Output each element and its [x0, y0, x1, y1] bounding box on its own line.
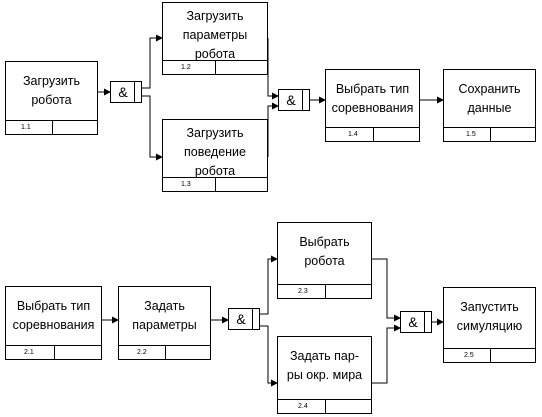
box-label: Задать пар- ры окр. мира	[286, 349, 363, 382]
process-box-load-params: Загрузить параметры робота 1.2	[162, 2, 268, 75]
box-number: 1.2	[181, 64, 191, 71]
arrow-1-3-to-merge	[267, 102, 279, 157]
box-number: 2.1	[24, 349, 34, 356]
box-footer: 2.1	[6, 345, 101, 359]
junction-symbol: &	[236, 311, 246, 327]
box-number: 1.3	[181, 181, 191, 188]
arrow-split-to-1-3	[142, 95, 163, 161]
box-footer: 1.5	[444, 127, 535, 141]
box-footer: 1.4	[326, 127, 419, 141]
process-box-choose-type: Выбрать тип соревнования 2.1	[5, 286, 102, 360]
box-label: Загрузить робота	[22, 74, 81, 107]
box-label: Выбрать робота	[299, 235, 350, 268]
footer-divider	[215, 178, 216, 191]
junction-bar	[134, 82, 135, 102]
box-label: Загрузить поведение робота	[184, 126, 246, 178]
footer-divider	[489, 128, 491, 141]
footer-divider	[215, 61, 216, 74]
process-box-start-simulation: Запустить симуляцию 2.5	[443, 287, 536, 363]
box-number: 1.4	[348, 131, 358, 138]
box-label: Выбрать тип соревнования	[12, 299, 95, 332]
arrow-split-to-2-3	[260, 255, 278, 315]
arrow-1-2-to-merge	[267, 38, 279, 100]
junction-bar	[424, 312, 425, 332]
junction-and-merge-upper: &	[278, 89, 310, 111]
box-number: 2.3	[298, 288, 308, 295]
junction-and-merge-lower: &	[400, 311, 432, 333]
footer-divider	[372, 128, 374, 141]
process-box-load-robot: Загрузить робота 1.1	[5, 61, 98, 135]
footer-divider	[53, 346, 55, 359]
process-box-choose-type: Выбрать тип соревнования 1.4	[325, 69, 420, 142]
box-label: Выбрать тип соревнования	[331, 82, 414, 115]
junction-and-split-upper: &	[110, 81, 142, 103]
junction-symbol: &	[118, 84, 128, 100]
junction-symbol: &	[408, 314, 418, 330]
footer-divider	[51, 121, 53, 134]
box-number: 1.1	[21, 124, 31, 131]
box-footer: 2.5	[444, 348, 535, 362]
junction-and-split-lower: &	[228, 308, 260, 330]
box-footer: 1.3	[163, 177, 267, 191]
box-number: 2.2	[137, 349, 147, 356]
box-footer: 2.2	[119, 345, 210, 359]
box-footer: 1.2	[163, 60, 267, 74]
arrow-split-to-1-2	[142, 34, 163, 89]
process-box-set-pairs: Задать пар- ры окр. мира 2.4	[277, 336, 372, 414]
box-footer: 2.3	[278, 284, 371, 298]
box-label: Загрузить параметры робота	[182, 9, 248, 61]
process-box-load-behavior: Загрузить поведение робота 1.3	[162, 119, 268, 192]
box-number: 2.4	[298, 403, 308, 410]
process-box-save-data: Сохранить данные 1.5	[443, 69, 536, 142]
box-label: Запустить симуляцию	[456, 300, 523, 333]
box-label: Задать параметры	[132, 299, 197, 332]
junction-symbol: &	[286, 92, 296, 108]
box-label: Сохранить данные	[458, 82, 521, 115]
footer-divider	[324, 285, 326, 298]
process-box-choose-robot: Выбрать робота 2.3	[277, 222, 372, 299]
arrow-2-4-to-merge	[372, 324, 401, 384]
footer-divider	[324, 400, 326, 413]
box-footer: 1.1	[6, 120, 97, 134]
footer-divider	[489, 349, 491, 362]
box-number: 1.5	[466, 131, 476, 138]
box-footer: 2.4	[278, 399, 371, 413]
footer-divider	[164, 346, 166, 359]
junction-bar	[252, 309, 253, 329]
junction-bar	[302, 90, 303, 110]
process-box-set-params: Задать параметры 2.2	[118, 286, 211, 360]
box-number: 2.5	[464, 352, 474, 359]
arrow-2-3-to-merge	[372, 258, 401, 322]
arrow-split-to-2-4	[260, 325, 278, 387]
